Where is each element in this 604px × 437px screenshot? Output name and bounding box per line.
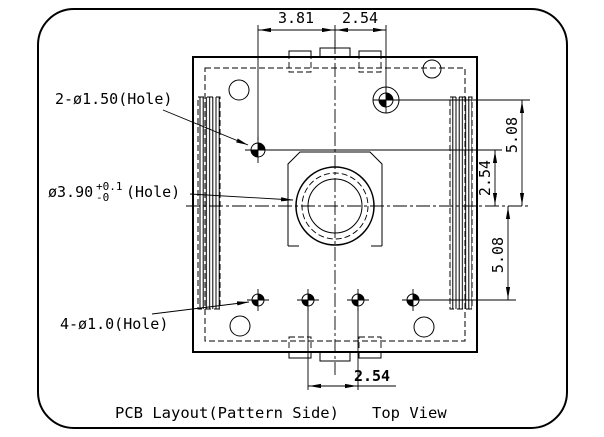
dim-right: 5.08 2.54 5.08 <box>268 99 530 301</box>
callout-holes-top: 2-ø1.50(Hole) <box>55 90 249 146</box>
callout-center-prefix: ø3.90 <box>48 183 93 201</box>
dim-bottom: 2.54 <box>307 308 396 390</box>
callout-center-hole: ø3.90 +0.1 -0 (Hole) <box>48 180 294 204</box>
holes-d10-row <box>247 289 424 311</box>
left-pad-strip <box>197 96 221 310</box>
hole-d10-1 <box>247 289 269 311</box>
right-pad-strip <box>449 96 473 310</box>
dim-top-right-value: 2.54 <box>342 9 378 27</box>
callout-center-tol-minus: -0 <box>96 191 109 204</box>
hole-d10-2 <box>297 289 319 311</box>
dim-right-inner-value: 2.54 <box>476 160 494 196</box>
callout-center-suffix: (Hole) <box>126 183 180 201</box>
caption-view-right: Top View <box>372 404 447 422</box>
hole-d10-4 <box>402 289 424 311</box>
sheet-border <box>37 8 568 429</box>
corner-bosses <box>228 59 442 338</box>
dim-right-upper-value: 5.08 <box>503 117 521 153</box>
caption-view-left: PCB Layout(Pattern Side) <box>115 404 339 422</box>
callout-holes-bottom: 4-ø1.0(Hole) <box>60 301 250 333</box>
hole-d10-3 <box>347 289 369 311</box>
hole-d150-right <box>372 86 400 114</box>
dim-right-lower-value: 5.08 <box>489 237 507 273</box>
dim-top-left-value: 3.81 <box>278 9 314 27</box>
center-hole <box>295 166 375 246</box>
dim-top: 3.81 2.54 <box>257 9 387 140</box>
center-lines <box>186 40 530 375</box>
dim-bottom-value: 2.54 <box>354 367 390 385</box>
callout-holes-bottom-label: 4-ø1.0(Hole) <box>60 315 168 333</box>
callout-center-tol-plus: +0.1 <box>96 180 123 193</box>
callout-holes-top-label: 2-ø1.50(Hole) <box>55 90 172 108</box>
hole-d150-left <box>245 137 271 163</box>
